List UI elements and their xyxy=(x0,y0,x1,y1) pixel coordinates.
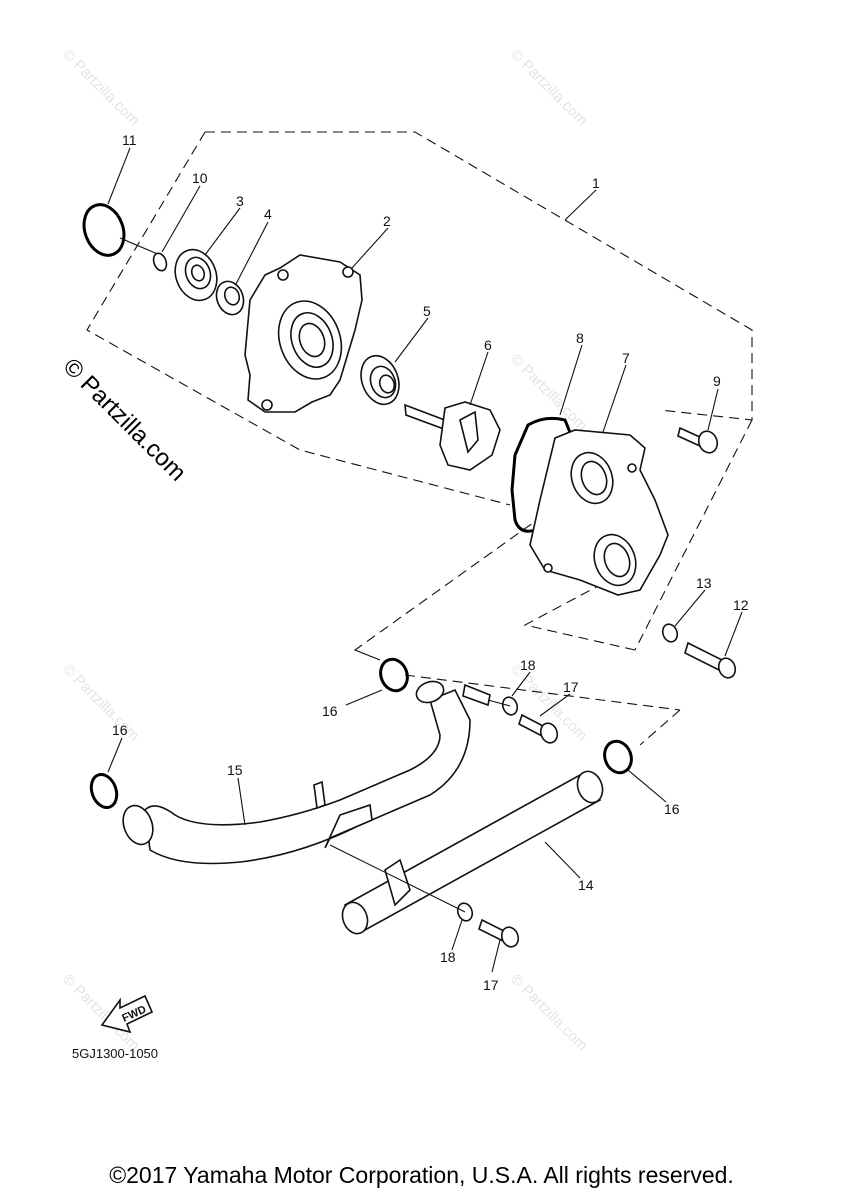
water-pipe-15 xyxy=(122,680,491,865)
watermark-mid: © Partzilla.com xyxy=(507,351,590,434)
bearing-3 xyxy=(174,248,218,302)
impeller-shaft-6 xyxy=(404,401,501,471)
callout-5: 5 xyxy=(423,303,431,319)
watermark-group: © Partzilla.com © Partzilla.com © Partzi… xyxy=(59,46,590,1054)
callout-6: 6 xyxy=(484,337,492,353)
mechanical-seal-5 xyxy=(360,354,400,406)
callout-14: 14 xyxy=(578,877,594,893)
callout-7: 7 xyxy=(622,350,630,366)
bolt-17-upper xyxy=(518,713,559,744)
washer-13 xyxy=(661,623,679,643)
pump-cover-7 xyxy=(529,429,669,596)
callout-16-center: 16 xyxy=(322,703,338,719)
callout-12: 12 xyxy=(733,597,749,613)
callout-17-lower: 17 xyxy=(483,977,499,993)
callout-13: 13 xyxy=(696,575,712,591)
axis-line-11 xyxy=(119,237,161,256)
callout-18-lower: 18 xyxy=(440,949,456,965)
callout-10: 10 xyxy=(192,170,208,186)
callout-16-right: 16 xyxy=(664,801,680,817)
circlip-10 xyxy=(152,252,168,272)
callout-2: 2 xyxy=(383,213,391,229)
watermark-bottom-right: © Partzilla.com xyxy=(507,971,590,1054)
copyright-notice: ©2017 Yamaha Motor Corporation, U.S.A. A… xyxy=(109,1162,734,1188)
callout-16-left: 16 xyxy=(112,722,128,738)
watermark-top-left: © Partzilla.com xyxy=(59,46,142,129)
callout-15: 15 xyxy=(227,762,243,778)
assembly-boundary-lower xyxy=(634,419,753,651)
callout-11: 11 xyxy=(122,132,137,148)
o-ring-16-left xyxy=(89,773,119,809)
callout-17-upper: 17 xyxy=(563,679,579,695)
pump-housing-2 xyxy=(244,254,363,413)
bolt-9 xyxy=(677,426,719,454)
o-ring-16-center xyxy=(379,657,409,693)
oil-seal-4 xyxy=(215,280,245,316)
watermark-top-right: © Partzilla.com xyxy=(507,46,590,129)
bolt-12 xyxy=(684,641,737,679)
callout-4: 4 xyxy=(264,206,272,222)
assembly-lines xyxy=(329,699,511,913)
callout-8: 8 xyxy=(576,330,584,346)
callout-9: 9 xyxy=(713,373,721,389)
callout-1: 1 xyxy=(592,175,600,191)
callout-labels: 1 2 3 4 5 6 7 8 9 10 11 12 13 14 15 16 1… xyxy=(112,132,749,993)
o-ring-16-right xyxy=(603,739,633,775)
bolt-17-lower xyxy=(478,918,520,948)
leader-lines xyxy=(107,147,743,973)
fwd-arrow-icon: FWD xyxy=(100,994,154,1034)
water-pipe-14 xyxy=(341,770,604,935)
o-ring-11 xyxy=(82,203,126,257)
diagram-code: 5GJ1300-1050 xyxy=(72,1046,158,1061)
watermark-side: © Partzilla.com xyxy=(58,353,191,486)
assembly-boundary-upper xyxy=(86,131,753,746)
callout-3: 3 xyxy=(236,193,244,209)
watermark-left-mid: © Partzilla.com xyxy=(59,661,142,744)
callout-18-upper: 18 xyxy=(520,657,536,673)
